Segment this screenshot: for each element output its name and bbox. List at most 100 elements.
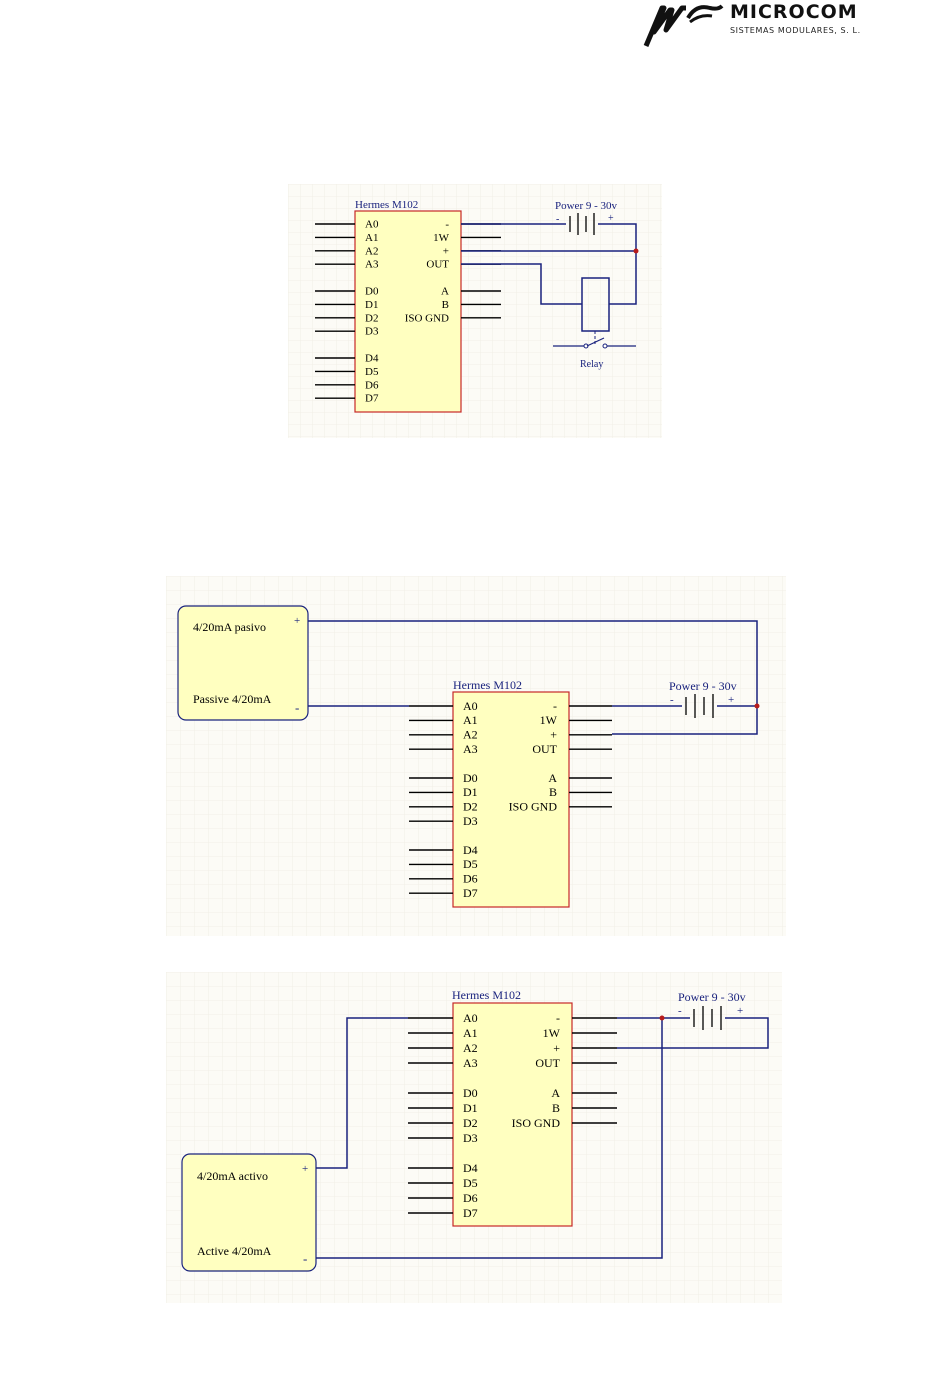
module-title: Hermes M102	[355, 199, 418, 211]
relay: Relay	[553, 277, 636, 370]
pin-label-plus: +	[443, 245, 449, 257]
pin-label-a2: A2	[463, 728, 478, 742]
active-sensor: 4/20mA activo Active 4/20mA + -	[181, 1153, 317, 1272]
pin-label-a1: A1	[463, 713, 478, 727]
power-supply: Power 9 - 30v - +	[555, 200, 618, 235]
pin-label-out: OUT	[426, 259, 449, 271]
sensor-title: 4/20mA activo	[197, 1169, 268, 1183]
logo-subtitle: SISTEMAS MODULARES, S. L.	[730, 26, 861, 35]
pin-label-a1: A1	[463, 1026, 478, 1040]
pin-label-d5: D5	[463, 1176, 478, 1190]
module-title: Hermes M102	[452, 988, 521, 1002]
pin-label-d7: D7	[365, 393, 379, 405]
relay-contact-blade	[586, 337, 605, 347]
pin-label-d2: D2	[463, 800, 478, 814]
sensor-minus-label: -	[295, 700, 299, 715]
logo-name: MICROCOM	[730, 1, 858, 23]
sensor-title: 4/20mA pasivo	[193, 620, 266, 634]
pin-label-d1: D1	[463, 1101, 478, 1115]
power-label: Power 9 - 30v	[555, 200, 618, 212]
pin-label-plus: +	[550, 728, 557, 742]
passive-sensor: 4/20mA pasivo Passive 4/20mA + -	[177, 605, 309, 721]
pin-label-iso-gnd: ISO GND	[509, 800, 558, 814]
pin-label-d1: D1	[365, 299, 378, 311]
pin-label-a0: A0	[463, 699, 478, 713]
power-supply: Power 9 - 30v - +	[669, 679, 737, 718]
pin-label-a1: A1	[365, 232, 378, 244]
pin-label-a3: A3	[463, 742, 478, 756]
pin-label-d3: D3	[365, 326, 379, 338]
pin-label-a: A	[548, 771, 557, 785]
pin-label-a2: A2	[463, 1041, 478, 1055]
wires	[461, 223, 637, 305]
junction-dot	[633, 248, 639, 254]
relay-contact-terminal	[602, 343, 608, 349]
pin-label-iso-gnd: ISO GND	[405, 312, 449, 324]
wire-junction-to-relay	[609, 251, 637, 305]
wire-power-plus	[617, 1017, 769, 1049]
wires	[316, 1017, 769, 1259]
company-logo: MICROCOM SISTEMAS MODULARES, S. L.	[640, 0, 865, 50]
module-title: Hermes M102	[453, 678, 522, 692]
pin-label-d0: D0	[365, 286, 379, 298]
pin-label-d5: D5	[463, 857, 478, 871]
pin-label-d3: D3	[463, 1131, 478, 1145]
canvas-grid	[288, 184, 662, 438]
pin-label-d7: D7	[463, 1206, 478, 1220]
pin-label-a: A	[551, 1086, 560, 1100]
pin-label-d4: D4	[365, 353, 379, 365]
wire-sensor-plus	[308, 620, 758, 706]
power-minus-label: -	[678, 1005, 682, 1017]
wire-power-plus	[598, 223, 637, 251]
hermes-module: Hermes M102 A0A1A2A3D0D1D2D3D4D5D6D7-1W+…	[409, 678, 612, 908]
power-label: Power 9 - 30v	[678, 990, 746, 1004]
hermes-module: Hermes M102 A0A1A2A3D0D1D2D3D4D5D6D7-1W+…	[315, 199, 501, 413]
pin-label-b: B	[442, 299, 449, 311]
pin-label-d3: D3	[463, 814, 478, 828]
pin-label-d6: D6	[365, 379, 379, 391]
pin-label-d2: D2	[463, 1116, 478, 1130]
pin-label-d0: D0	[463, 1086, 478, 1100]
pin-label-a3: A3	[463, 1056, 478, 1070]
module-body	[354, 210, 462, 413]
sensor-subtitle: Active 4/20mA	[197, 1244, 272, 1258]
module-body	[452, 1002, 573, 1227]
power-label: Power 9 - 30v	[669, 679, 737, 693]
power-plus-label: +	[737, 1005, 743, 1017]
pin-label-d6: D6	[463, 1191, 478, 1205]
logo-mark-icon	[643, 4, 724, 47]
pin-label-minus: -	[553, 699, 557, 713]
pin-label-out: OUT	[535, 1056, 560, 1070]
pin-label-a3: A3	[365, 259, 379, 271]
pin-label-iso-gnd: ISO GND	[512, 1116, 561, 1130]
pin-label-minus: -	[445, 219, 449, 231]
pin-label-d4: D4	[463, 843, 478, 857]
pin-label-1w: 1W	[433, 232, 450, 244]
pin-label-d0: D0	[463, 771, 478, 785]
sensor-subtitle: Passive 4/20mA	[193, 692, 272, 706]
pin-label-d7: D7	[463, 886, 478, 900]
power-supply: Power 9 - 30v - +	[678, 990, 746, 1030]
pin-label-d1: D1	[463, 785, 478, 799]
wire-plus-return	[612, 706, 758, 735]
power-plus-label: +	[728, 694, 734, 706]
relay-label: Relay	[580, 359, 603, 370]
module-body	[452, 691, 570, 908]
pin-label-minus: -	[556, 1011, 560, 1025]
power-plus-label: +	[608, 213, 614, 224]
diagram-passive-4-20ma: 4/20mA pasivo Passive 4/20mA + - Hermes …	[166, 576, 786, 936]
pin-label-1w: 1W	[540, 713, 558, 727]
sensor-plus-label: +	[302, 1163, 308, 1175]
sensor-body	[177, 605, 309, 721]
power-minus-label: -	[670, 694, 674, 706]
pin-label-b: B	[549, 785, 557, 799]
wire-sensor-plus-to-a0	[316, 1017, 408, 1169]
wires	[308, 620, 758, 735]
pin-label-a0: A0	[463, 1011, 478, 1025]
sensor-minus-label: -	[303, 1251, 307, 1266]
pin-label-d4: D4	[463, 1161, 478, 1175]
pin-label-a2: A2	[365, 245, 378, 257]
junction-dot	[659, 1015, 665, 1021]
